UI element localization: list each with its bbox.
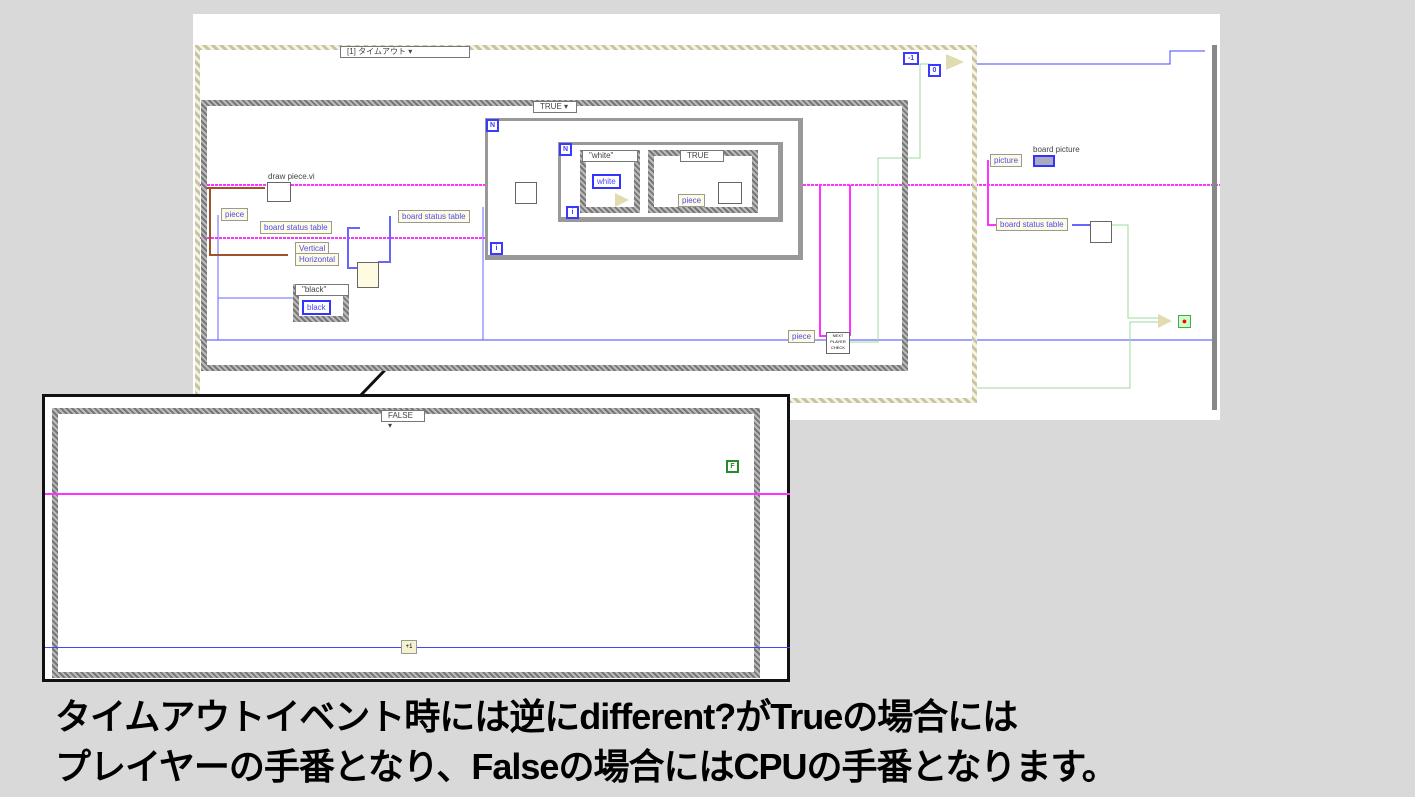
- equal-icon[interactable]: [615, 193, 629, 207]
- draw-piece-vi-icon[interactable]: [267, 182, 291, 202]
- event-case-selector[interactable]: [1] タイムアウト ▾: [340, 46, 470, 58]
- unbundle-piece[interactable]: piece: [221, 208, 249, 221]
- unbundle-horizontal[interactable]: Horizontal: [295, 253, 340, 266]
- inner-loop-count-terminal: N: [559, 143, 572, 156]
- replace-array-subset-icon[interactable]: [357, 262, 379, 288]
- white-enum-constant[interactable]: white: [592, 174, 621, 189]
- next-player-check-icon[interactable]: NEXT PLAYER CHECK: [826, 332, 850, 354]
- black-case-selector[interactable]: "black": [295, 284, 349, 296]
- unbundle-piece-3[interactable]: piece: [788, 330, 816, 343]
- draw-piece-vi-icon-2[interactable]: [718, 182, 742, 204]
- or-icon[interactable]: [1158, 314, 1172, 328]
- false-case-structure: [52, 408, 760, 678]
- unbundle-board-status-table[interactable]: board status table: [260, 221, 332, 234]
- wire-blue-false: [45, 647, 790, 648]
- inner-loop-iteration-terminal: i: [566, 206, 579, 219]
- inner-true-case-selector[interactable]: TRUE: [680, 150, 724, 162]
- loop-iteration-terminal: i: [490, 242, 503, 255]
- true-case-selector[interactable]: TRUE ▾: [533, 101, 577, 113]
- caption-line-1: タイムアウトイベント時には逆にdifferent?がTrueの場合には: [55, 696, 1018, 737]
- array-size-icon[interactable]: [515, 182, 537, 204]
- false-case-selector[interactable]: FALSE ▾: [381, 410, 425, 430]
- bundle-board-status-table[interactable]: board status table: [398, 210, 470, 223]
- event-case-label: [1] タイムアウト: [347, 47, 406, 56]
- white-case-selector[interactable]: "white": [582, 150, 638, 162]
- select-icon[interactable]: [946, 54, 964, 70]
- false-constant: F: [726, 460, 739, 473]
- false-case-callout: FALSE ▾ F +1: [42, 394, 790, 682]
- wire-pink-false: [45, 493, 790, 495]
- search-array-icon[interactable]: [1090, 221, 1112, 243]
- unbundle-picture[interactable]: picture: [990, 154, 1023, 167]
- draw-piece-label: draw piece.vi: [268, 172, 315, 181]
- increment-icon[interactable]: +1: [401, 640, 417, 654]
- stop-terminal-icon: ●: [1178, 315, 1191, 328]
- black-enum-constant[interactable]: black: [302, 300, 331, 315]
- unbundle-piece-2[interactable]: piece: [678, 194, 706, 207]
- true-case-label: TRUE: [540, 102, 562, 111]
- unbundle-board-status-table-2[interactable]: board status table: [996, 218, 1068, 231]
- false-case-label: FALSE: [388, 411, 413, 420]
- const-neg1: -1: [903, 52, 919, 65]
- board-picture-indicator[interactable]: [1033, 155, 1055, 167]
- const-0: 0: [928, 64, 941, 77]
- board-picture-label: board picture: [1033, 145, 1080, 154]
- loop-count-terminal: N: [486, 119, 499, 132]
- while-loop-border: [1212, 45, 1217, 410]
- caption-line-2: プレイヤーの手番となり、Falseの場合にはCPUの手番となります。: [55, 746, 1118, 787]
